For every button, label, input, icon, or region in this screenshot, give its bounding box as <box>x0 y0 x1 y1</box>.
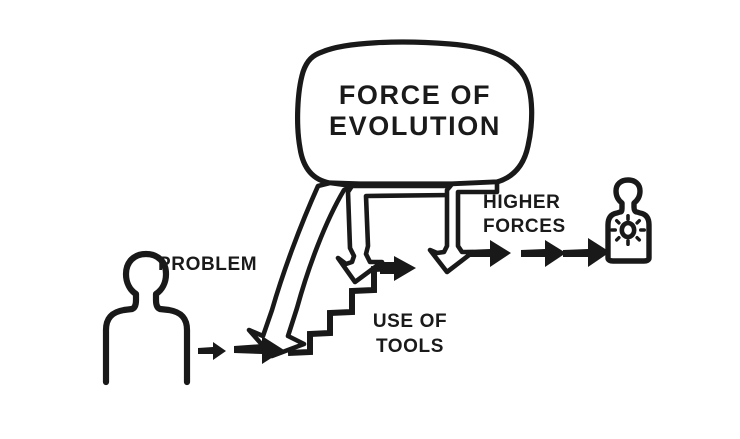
label-higher-forces-line1: HIGHER <box>483 192 561 213</box>
enlightened-human-silhouette <box>605 177 652 264</box>
solid-arrow-4 <box>521 240 566 267</box>
sun-core-icon <box>619 220 637 240</box>
label-use-of-tools-line1: USE OF <box>373 311 447 332</box>
use-of-tools-staircase <box>287 256 416 356</box>
start-human-figure <box>102 250 191 386</box>
staircase-tip-arrow <box>380 256 416 281</box>
plain-human-silhouette <box>102 250 191 386</box>
bubble-title-line1: FORCE OF <box>339 80 491 110</box>
solid-arrow-1 <box>198 342 226 360</box>
force-of-evolution-bubble: FORCE OF EVOLUTION <box>246 39 535 359</box>
higher-forces-arrow-group <box>466 238 610 267</box>
solid-arrow-2 <box>234 336 284 364</box>
staircase-steps <box>287 265 399 356</box>
enlightened-human-figure <box>605 177 652 264</box>
solid-arrow-3 <box>466 240 511 267</box>
bubble-outline-shape <box>295 39 535 187</box>
label-problem: PROBLEM <box>158 254 257 275</box>
bubble-title-line2: EVOLUTION <box>329 111 501 141</box>
label-use-of-tools-line2: TOOLS <box>376 336 444 357</box>
bubble-tail-arrow-center <box>427 179 500 275</box>
problem-arrow-group <box>198 336 284 364</box>
sun-rays-icon <box>610 214 646 246</box>
solid-arrow-5 <box>563 238 610 267</box>
bubble-tail-arrow-right <box>335 183 455 285</box>
label-higher-forces-line2: FORCES <box>483 216 566 237</box>
